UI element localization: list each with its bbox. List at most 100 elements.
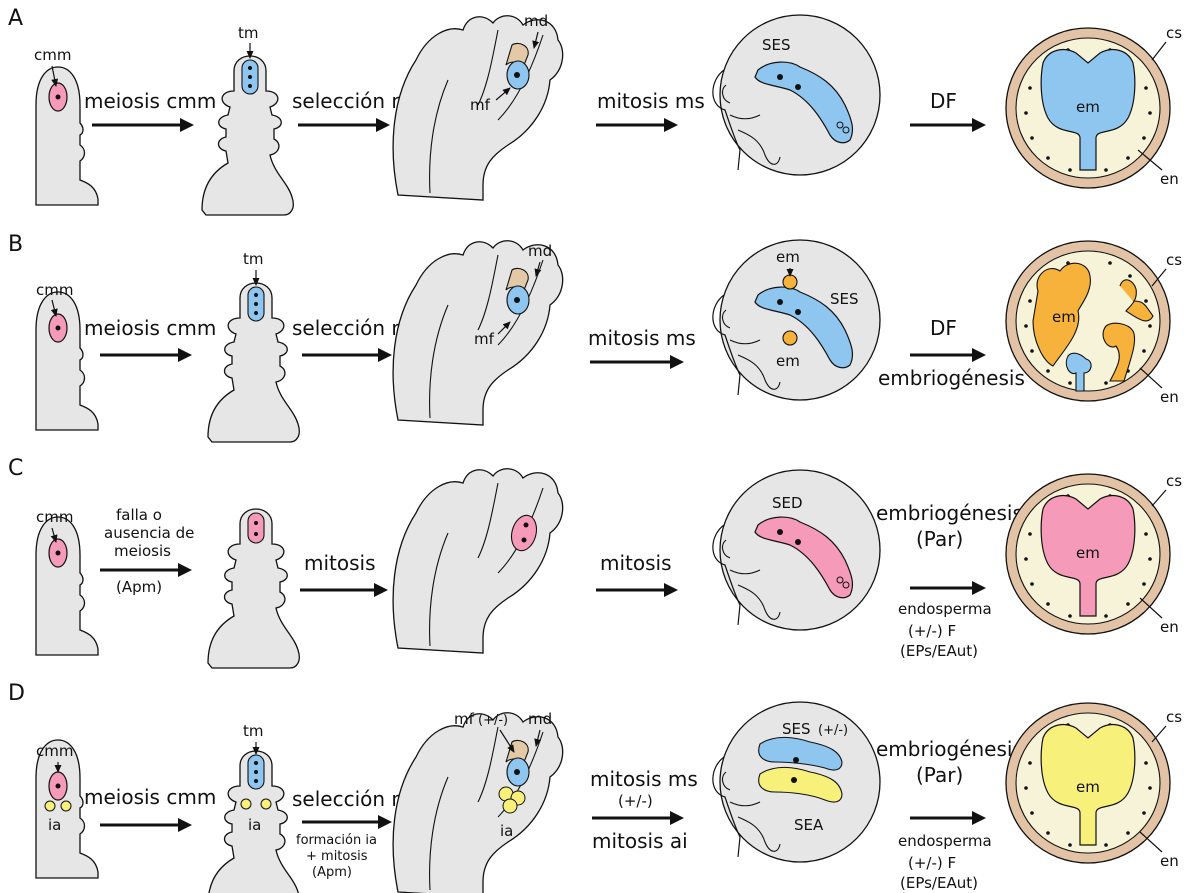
row-a-arrow3-label: mitosis ms xyxy=(597,89,705,113)
row-d-nucellus xyxy=(36,740,98,878)
row-d-arrow2-bot-line3: (Apm) xyxy=(312,865,352,880)
row-b: cmm meiosis cmm tm selección ms md mf mi… xyxy=(36,240,1182,442)
row-d-arrow2-bot-line1: formación ia xyxy=(296,833,377,848)
row-d-en-label: en xyxy=(1160,852,1179,870)
row-c-arrow4-bot-line3: (EPs/EAut) xyxy=(900,642,978,660)
row-a-cmm-label: cmm xyxy=(34,46,71,64)
row-d-arrow4-head xyxy=(972,811,986,825)
row-c-arrow4-bot-line2: (+/-) F xyxy=(908,622,956,640)
row-c-ovule xyxy=(393,469,563,653)
row-b-md-label: md xyxy=(528,242,552,260)
row-label-c: C xyxy=(8,456,23,481)
row-a-mf-label: mf xyxy=(470,96,491,114)
row-b-cs-label: cs xyxy=(1166,251,1182,269)
row-c-cs-pointer xyxy=(1152,490,1166,506)
row-d-arrow2-head xyxy=(378,815,392,829)
row-b-seed xyxy=(1006,241,1170,401)
row-a-mature-ovule xyxy=(713,15,880,175)
row-b-em-bottom-label: em xyxy=(776,352,800,370)
row-d-sea-label: SEA xyxy=(794,816,824,834)
row-c-nucellus xyxy=(36,517,98,655)
row-c-arrow1-head xyxy=(178,563,192,577)
row-d-arrow3-head xyxy=(670,811,684,825)
row-d: cmm ia meiosis cmm tm ia selección ms fo… xyxy=(36,702,1182,893)
row-b-arrow4-top-label: DF xyxy=(930,316,957,340)
row-a-arrow4-head xyxy=(972,118,986,132)
row-b-arrow2-head xyxy=(378,348,392,362)
row-c-arrow2-head xyxy=(374,583,388,597)
row-a-nucellus xyxy=(36,67,98,205)
row-d-ses-pm-label: (+/-) xyxy=(818,723,848,738)
row-c-arrow1-line4: (Apm) xyxy=(116,578,162,596)
row-c-arrow1-line1: falla o xyxy=(116,506,162,524)
row-label-b: B xyxy=(8,232,23,257)
row-a-cs-pointer xyxy=(1152,42,1166,60)
row-d-arrow4-bot-line2: (+/-) F xyxy=(908,854,956,872)
row-a-en-label: en xyxy=(1160,170,1179,188)
row-d-ses-label: SES xyxy=(782,720,811,738)
row-a-integument xyxy=(202,56,293,215)
row-d-cs-pointer xyxy=(1152,726,1166,742)
row-c-arrow3-label: mitosis xyxy=(600,551,672,575)
row-a-tm-label: tm xyxy=(238,24,259,42)
row-b-integument xyxy=(208,283,299,442)
row-a-arrow1-label: meiosis cmm xyxy=(84,89,216,113)
row-b-mf-label: mf xyxy=(474,330,495,348)
row-d-cs-label: cs xyxy=(1166,708,1182,726)
row-b-nucellus xyxy=(36,292,98,430)
row-label-a: A xyxy=(8,6,23,31)
row-b-arrow4-bottom-label: embriogénesis xyxy=(878,366,1025,390)
row-d-tm-label: tm xyxy=(243,722,264,740)
row-b-arrow3-label: mitosis ms xyxy=(588,326,696,350)
row-b-tm-label: tm xyxy=(243,250,264,268)
row-c-cs-label: cs xyxy=(1166,472,1182,490)
row-c-cmm-label: cmm xyxy=(36,508,73,526)
row-d-mf-label: mf xyxy=(454,710,475,728)
row-c-arrow1-line2: ausencia de xyxy=(104,524,194,542)
row-a-arrow1-head xyxy=(180,118,194,132)
row-d-arrow4-bot-line3: (EPs/EAut) xyxy=(900,874,978,892)
row-c-integument xyxy=(208,509,299,668)
row-c-em-label: em xyxy=(1076,544,1100,562)
row-b-arrow1-label: meiosis cmm xyxy=(84,316,216,340)
row-c-arrow4-top-line2: (Par) xyxy=(916,527,963,551)
row-d-arrow4-bot-line1: endosperma xyxy=(898,832,992,850)
row-b-em-top-label: em xyxy=(776,248,800,266)
row-c-en-label: en xyxy=(1160,618,1179,636)
row-a-em-label: em xyxy=(1076,98,1100,116)
row-a-ses-label: SES xyxy=(762,36,791,54)
row-c-arrow4-head xyxy=(972,581,986,595)
row-d-arrow4-top-line1: embriogénesis xyxy=(876,737,1023,761)
row-d-arrow3-top-line2: (+/-) xyxy=(618,792,653,810)
row-a-cs-label: cs xyxy=(1166,24,1182,42)
row-c-arrow3-head xyxy=(664,583,678,597)
row-d-em-label: em xyxy=(1076,778,1100,796)
row-a-arrow4-label: DF xyxy=(930,89,957,113)
row-b-en-label: en xyxy=(1160,388,1179,406)
row-d-mf-pm-label: (+/-) xyxy=(478,713,508,728)
row-b-em-label: em xyxy=(1052,308,1076,326)
row-d-arrow2-bot-line2: + mitosis xyxy=(306,849,368,864)
row-c-arrow2-label: mitosis xyxy=(304,551,376,575)
row-label-d: D xyxy=(8,681,25,706)
row-b-cmm-label: cmm xyxy=(36,281,73,299)
row-a-arrow3-head xyxy=(664,118,678,132)
row-d-ia2-label: ia xyxy=(248,816,261,834)
row-d-cmm-label: cmm xyxy=(36,742,73,760)
row-b-ses-label: SES xyxy=(830,290,859,308)
row-c: cmm falla o ausencia de meiosis (Apm) mi… xyxy=(36,469,1182,668)
row-c-arrow4-bot-line1: endosperma xyxy=(898,600,992,618)
row-d-md-label: md xyxy=(528,710,552,728)
row-d-arrow3-bot-label: mitosis ai xyxy=(592,829,688,853)
row-b-arrow4-head xyxy=(972,348,986,362)
row-a: cmm meiosis cmm tm selección ms md mf mi… xyxy=(34,12,1182,215)
row-a-md-label: md xyxy=(524,12,548,30)
row-d-arrow4-top-line2: (Par) xyxy=(916,763,963,787)
row-b-arrow1-head xyxy=(178,348,192,362)
row-c-arrow1-line3: meiosis xyxy=(114,542,171,560)
row-c-arrow4-top-line1: embriogénesis xyxy=(876,501,1023,525)
row-d-arrow1-label: meiosis cmm xyxy=(84,785,216,809)
row-a-arrow2-head xyxy=(376,118,390,132)
row-b-arrow3-head xyxy=(670,355,684,369)
